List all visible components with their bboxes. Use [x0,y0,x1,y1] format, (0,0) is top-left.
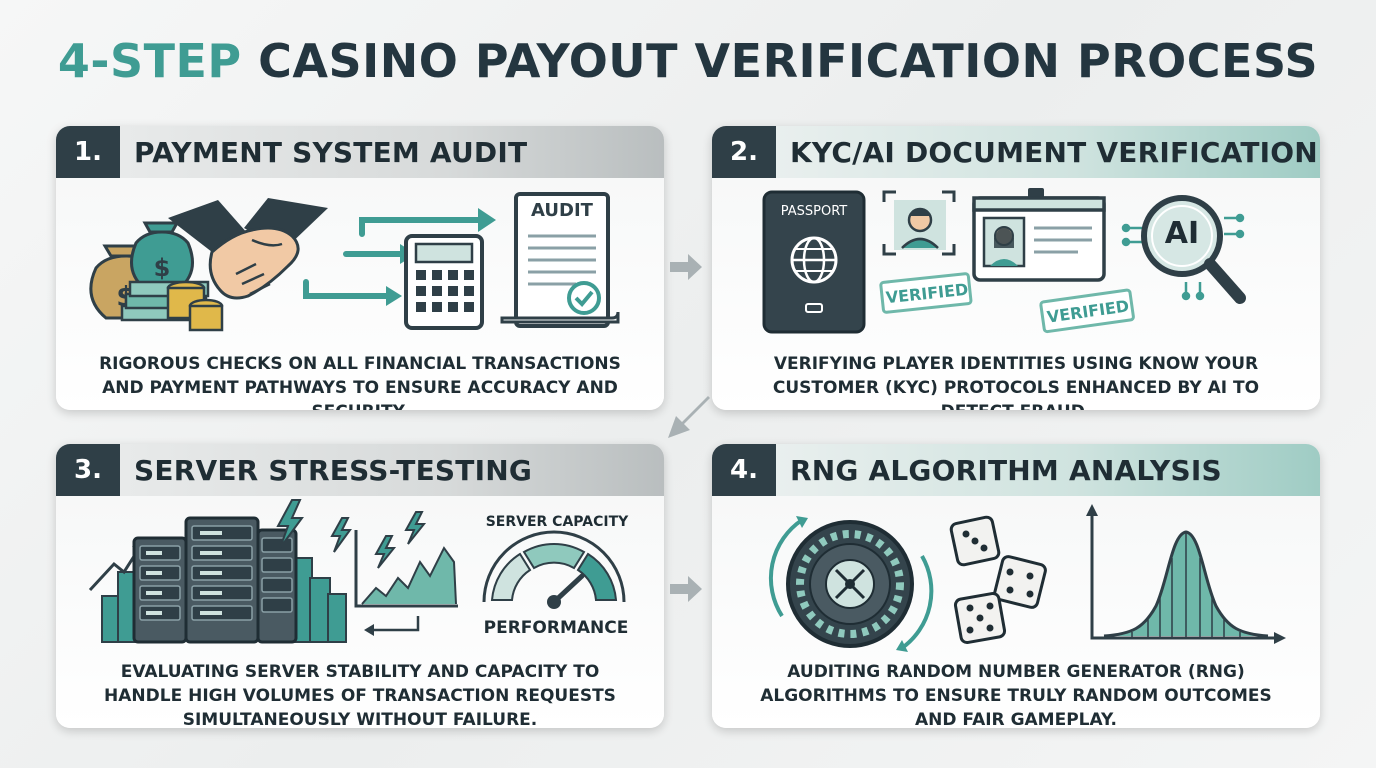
arrow-2-to-3-icon [668,396,710,438]
step-body-4: AUDITING RANDOM NUMBER GENERATOR (RNG) A… [712,496,1320,728]
face-scan-icon [882,190,956,256]
svg-text:$: $ [154,254,171,282]
step-title: RNG ALGORITHM ANALYSIS [776,444,1320,496]
server-capacity-label: SERVER CAPACITY [485,514,629,530]
step-description: VERIFYING PLAYER IDENTITIES USING KNOW Y… [772,354,1260,410]
verified-stamp-icon [1039,288,1135,334]
step-number: 2. [712,126,776,178]
bell-curve-icon [1086,504,1286,644]
step-card-4: 4. RNG ALGORITHM ANALYSIS [712,444,1320,728]
audit-label: AUDIT [531,200,593,221]
ai-magnifier-icon [1121,195,1246,304]
coins-icon [166,280,224,332]
passport-icon [762,190,866,334]
step-body-3: SERVER CAPACITY PERFORMANCE EVALUATING S… [56,496,664,728]
step-number: 1. [56,126,120,178]
server-rack-icon [132,516,298,644]
roulette-wheel-icon [768,516,934,652]
line-chart-icon [354,530,458,608]
server-illustration [88,499,626,644]
step-header-4: 4. RNG ALGORITHM ANALYSIS [712,444,1320,496]
step-card-3: 3. SERVER STRESS-TESTING [56,444,664,728]
step-description: AUDITING RANDOM NUMBER GENERATOR (RNG) A… [760,662,1272,728]
step-header-1: 1. PAYMENT SYSTEM AUDIT [56,126,664,178]
audit-document-icon [500,192,620,328]
flow-arrows-icon [303,217,485,299]
title-accent: 4-STEP [57,34,242,88]
page-title: 4-STEP CASINO PAYOUT VERIFICATION PROCES… [0,34,1376,88]
performance-label: PERFORMANCE [483,618,629,638]
ai-label: AI [1164,216,1200,251]
money-bags-icon: $ $ [89,221,194,320]
passport-label: PASSPORT [780,204,848,219]
step-number: 3. [56,444,120,496]
handshake-icon [168,198,328,300]
calculator-icon [404,234,484,330]
title-rest: CASINO PAYOUT VERIFICATION PROCESS [258,34,1319,88]
step-card-2: 2. KYC/AI DOCUMENT VERIFICATION [712,126,1320,410]
rng-illustration [768,504,1286,652]
step-header-3: 3. SERVER STRESS-TESTING [56,444,664,496]
arrow-1-to-2-icon [670,254,702,280]
step-body-1: $ $ [56,178,664,410]
step-title: KYC/AI DOCUMENT VERIFICATION [776,126,1320,178]
kyc-illustration [762,188,1246,334]
step-card-1: 1. PAYMENT SYSTEM AUDIT $ $ [56,126,664,410]
step-header-2: 2. KYC/AI DOCUMENT VERIFICATION [712,126,1320,178]
step-title: SERVER STRESS-TESTING [120,444,664,496]
arrow-3-to-4-icon [670,576,702,602]
step-number: 4. [712,444,776,496]
payment-illustration: $ $ [89,192,620,332]
verified-stamp-icon [879,272,973,314]
gauge-icon [482,530,626,609]
step-body-2: PASSPORT VERIFIED VERIFIED AI VERIFYING … [712,178,1320,410]
id-card-icon [972,188,1106,282]
step-description: RIGOROUS CHECKS ON ALL FINANCIAL TRANSAC… [99,354,621,410]
lightning-icon [276,499,427,569]
step-description: EVALUATING SERVER STABILITY AND CAPACITY… [104,662,616,728]
step-title: PAYMENT SYSTEM AUDIT [120,126,664,178]
